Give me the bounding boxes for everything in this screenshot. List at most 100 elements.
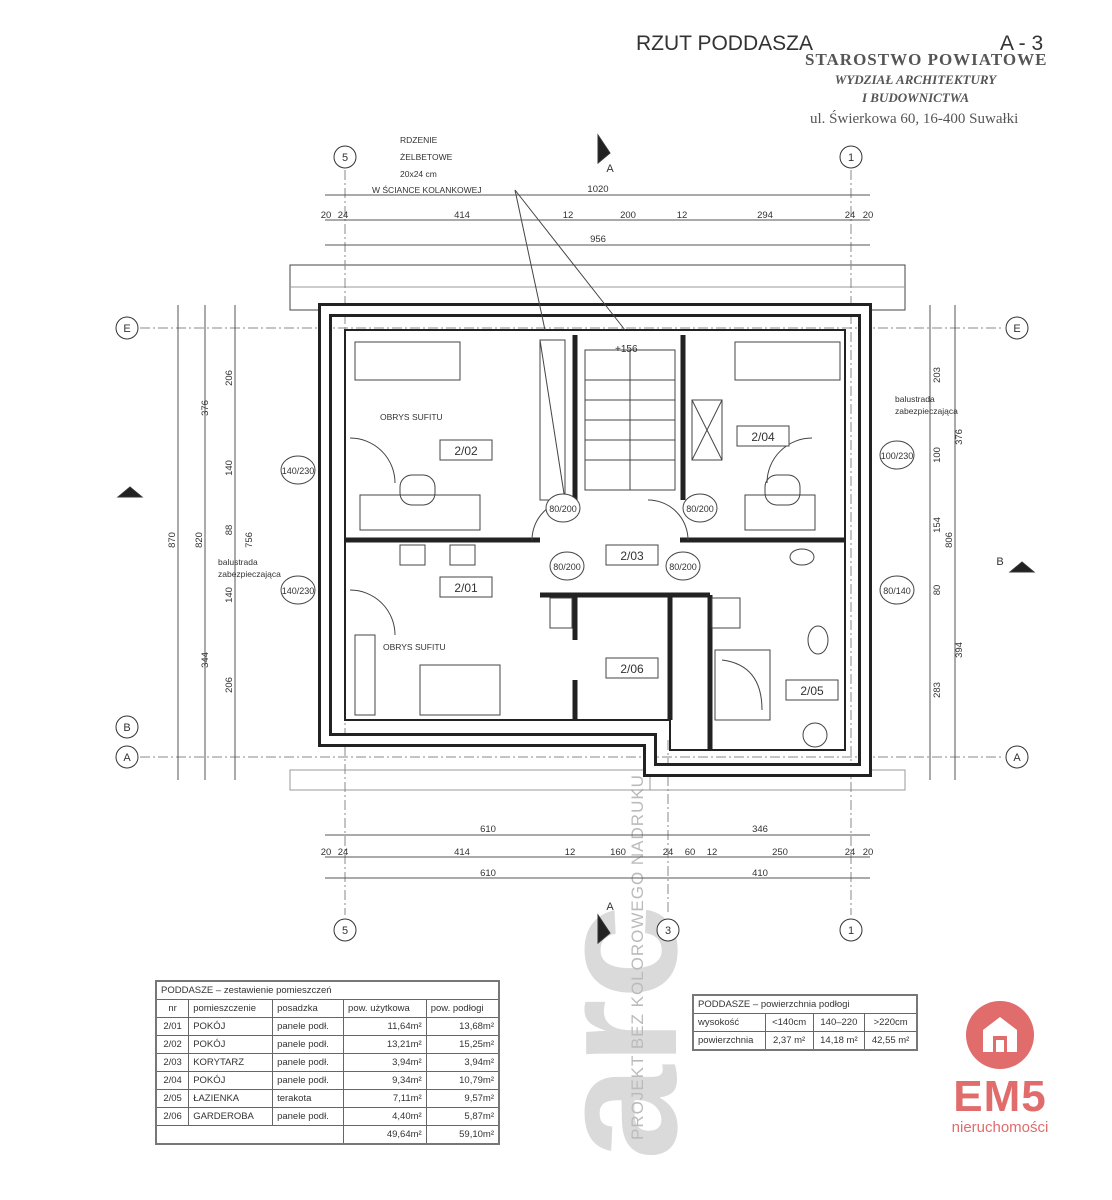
- drawing-title: RZUT PODDASZA: [636, 32, 813, 55]
- dim-text: 154: [932, 517, 943, 533]
- axis-label: B: [123, 722, 130, 734]
- dim-text: 820: [194, 532, 205, 548]
- table-cell: GARDEROBA: [188, 1107, 274, 1126]
- axis-marker-a-left: [115, 745, 139, 769]
- table-cell: POKÓJ: [188, 1017, 274, 1036]
- column-header: nr: [155, 999, 190, 1018]
- dim-text: 756: [244, 532, 255, 548]
- room-label: 2/05: [800, 684, 824, 698]
- dim-text: 206: [224, 677, 235, 693]
- dim-text: 394: [954, 642, 965, 658]
- dim-text: 20: [863, 847, 874, 858]
- column-header: pow. podłogi: [425, 999, 500, 1018]
- axis-marker-b-left: [115, 715, 139, 739]
- section-label: B: [996, 556, 1003, 568]
- section-label: A: [606, 901, 614, 913]
- dim-text: 88: [224, 525, 235, 536]
- dim-text: 283: [932, 682, 943, 698]
- note-text: balustrada: [218, 557, 258, 567]
- table-title: PODDASZE – zestawienie pomieszczeń: [155, 980, 500, 1000]
- stamp-department-2: I BUDOWNICTWA: [861, 90, 970, 105]
- dim-text: 410: [752, 868, 768, 879]
- table-cell: 2/03: [155, 1053, 190, 1072]
- note-text: ŻELBETOWE: [400, 152, 453, 162]
- dim-text: 20: [321, 210, 332, 221]
- table-cell: 9,34m²: [343, 1071, 427, 1090]
- table-cell: 9,57m²: [425, 1089, 500, 1108]
- table-cell: KORYTARZ: [188, 1053, 274, 1072]
- column-header: wysokość: [692, 1013, 766, 1032]
- table-cell: 3,94m²: [343, 1053, 427, 1072]
- axis-label: E: [123, 323, 130, 335]
- axis-marker-e-right: [1005, 316, 1029, 340]
- window-tag: 80/200: [669, 562, 697, 572]
- section-arrow-icon: [597, 133, 611, 165]
- dim-text: 12: [563, 210, 574, 221]
- dim-text: 346: [752, 824, 768, 835]
- axis-label: A: [1013, 752, 1021, 764]
- dim-text: 24: [663, 847, 674, 858]
- column-header: pomieszczenie: [188, 999, 274, 1018]
- room-label: 2/01: [454, 581, 478, 595]
- room-label: 2/04: [751, 430, 775, 444]
- total-floor-area: 59,10m²: [425, 1125, 500, 1145]
- table-cell: POKÓJ: [188, 1071, 274, 1090]
- dim-text: 24: [845, 847, 856, 858]
- axis-label: 1: [848, 152, 854, 164]
- table-cell: 15,25m²: [425, 1035, 500, 1054]
- sheet-number: A - 3: [1000, 32, 1044, 55]
- axis-label: 5: [342, 152, 348, 164]
- table-cell: panele podł.: [272, 1035, 345, 1054]
- section-arrow-icon: [116, 486, 144, 498]
- table-cell: panele podł.: [272, 1071, 345, 1090]
- axis-marker-a-right: [1005, 745, 1029, 769]
- dim-text: 12: [707, 847, 718, 858]
- section-arrow-icon: [597, 913, 611, 945]
- table-cell: 2/02: [155, 1035, 190, 1054]
- dim-text: 12: [677, 210, 688, 221]
- table-cell: panele podł.: [272, 1017, 345, 1036]
- table-cell: panele podł.: [272, 1053, 345, 1072]
- level-mark: +156: [615, 344, 638, 355]
- dim-text: 344: [200, 652, 211, 668]
- stamp-department: WYDZIAŁ ARCHITEKTURY: [834, 72, 997, 87]
- dim-text: 414: [454, 847, 470, 858]
- dim-text: 24: [338, 210, 349, 221]
- table-cell: ŁAZIENKA: [188, 1089, 274, 1108]
- rooms-schedule-table: PODDASZE – zestawienie pomieszczeń nr po…: [155, 980, 500, 1145]
- dim-text: 140: [224, 460, 235, 476]
- axis-label: A: [123, 752, 131, 764]
- table-cell: 3,94m²: [425, 1053, 500, 1072]
- table-title: PODDASZE – powierzchnia podłogi: [692, 994, 918, 1014]
- column-header: posadzka: [272, 999, 345, 1018]
- table-cell: 7,11m²: [343, 1089, 427, 1108]
- window-tag: 100/230: [881, 451, 914, 461]
- window-tag: 80/200: [549, 504, 577, 514]
- dim-text: 206: [224, 370, 235, 386]
- table-cell: 10,79m²: [425, 1071, 500, 1090]
- axis-label: 1: [848, 925, 854, 937]
- note-text: RDZENIE: [400, 135, 438, 145]
- dim-text: 60: [685, 847, 696, 858]
- axis-marker-e-left: [115, 316, 139, 340]
- table-cell: 13,68m²: [425, 1017, 500, 1036]
- column-header: pow. użytkowa: [343, 999, 427, 1018]
- table-cell: 5,87m²: [425, 1107, 500, 1126]
- room-label: 2/03: [620, 549, 644, 563]
- logo-brand: EM5: [953, 1072, 1047, 1121]
- axis-marker-5-bottom: [333, 918, 357, 942]
- dim-text: 100: [932, 447, 943, 463]
- note-text: balustrada: [895, 394, 935, 404]
- logo-tagline: nieruchomości: [951, 1119, 1049, 1136]
- em5-logo: EM5 nieruchomości: [935, 1000, 1065, 1136]
- column-header: <140cm: [764, 1013, 814, 1032]
- note-text: OBRYS SUFITU: [380, 412, 443, 422]
- dim-text: 250: [772, 847, 788, 858]
- house-icon: [966, 1001, 1034, 1069]
- total-usable-area: 49,64m²: [343, 1125, 427, 1145]
